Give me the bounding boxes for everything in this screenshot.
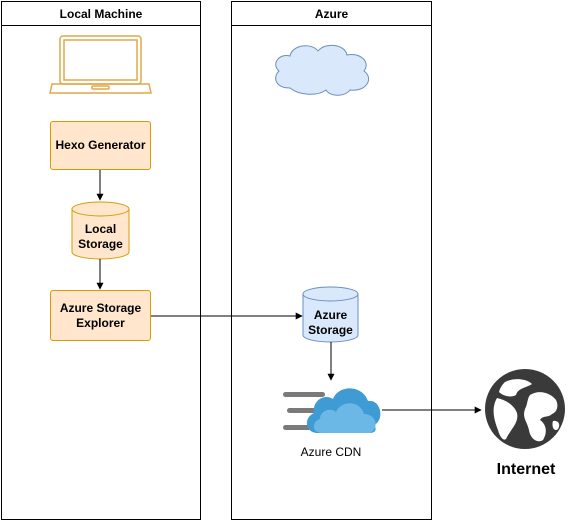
globe-icon	[485, 369, 565, 449]
azure-storage-explorer-node[interactable]: Azure Storage Explorer	[50, 290, 151, 341]
local-storage-cylinder	[71, 201, 130, 260]
internet-label: Internet	[496, 461, 556, 478]
lane-azure: Azure	[231, 1, 432, 520]
azure-storage-label[interactable]: Azure Storage	[308, 308, 353, 337]
lane-title-azure: Azure	[232, 2, 431, 26]
lane-local-machine: Local Machine	[1, 1, 201, 520]
lane-title-local-machine: Local Machine	[2, 2, 200, 26]
local-storage-label[interactable]: Local Storage	[78, 222, 123, 251]
azure-cdn-label: Azure CDN	[300, 445, 362, 459]
cloud-icon	[275, 44, 369, 96]
laptop-icon	[49, 35, 152, 94]
azure-cdn-icon	[283, 388, 381, 433]
hexo-generator-node[interactable]: Hexo Generator	[50, 121, 151, 170]
azure-storage-cylinder	[302, 286, 359, 343]
